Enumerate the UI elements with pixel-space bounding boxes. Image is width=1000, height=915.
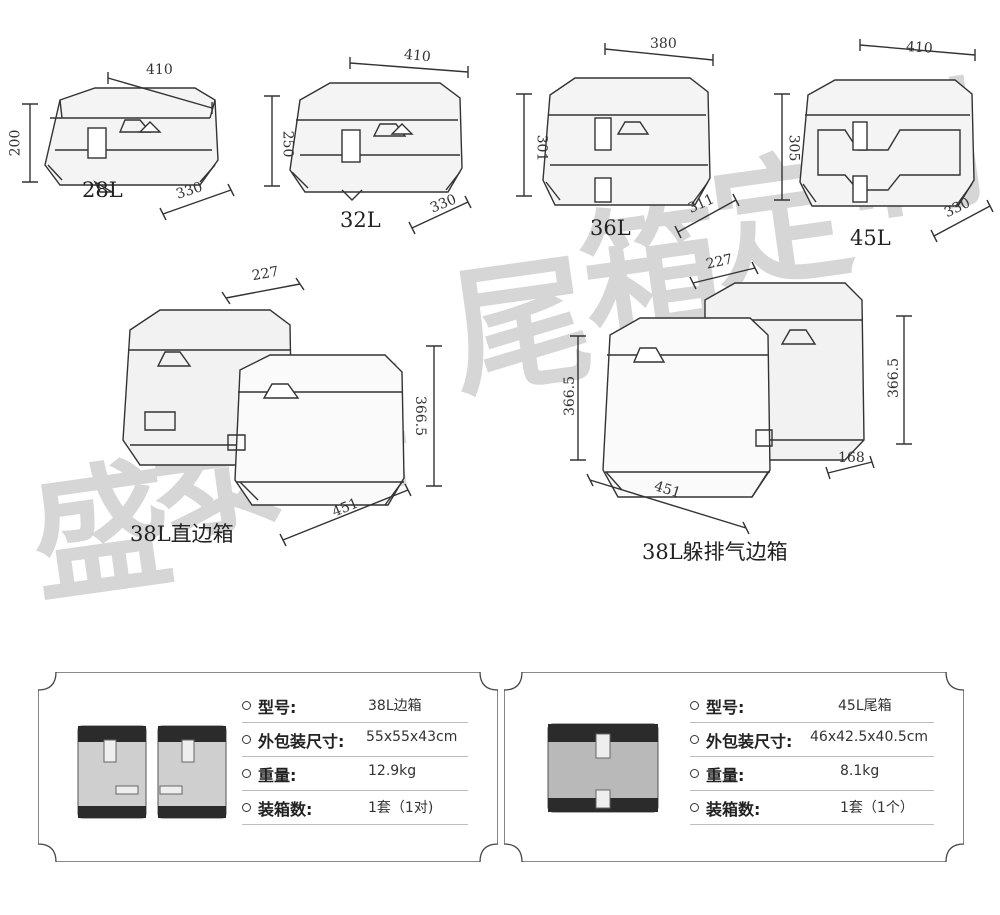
spec-row-package-size: 外包装尺寸: 46x42.5x40.5cm — [690, 722, 934, 757]
spec-label: 型号: — [258, 698, 297, 717]
side-case-caption: 38L直边箱 — [130, 522, 234, 546]
bullet-icon — [690, 803, 699, 812]
top-case-photo — [547, 723, 659, 813]
spec-row-model: 型号: 45L尾箱 — [690, 688, 934, 723]
spec-row-weight: 重量: 12.9kg — [242, 756, 468, 791]
spec-value: 45L尾箱 — [838, 698, 892, 714]
spec-row-model: 型号: 38L边箱 — [242, 688, 468, 723]
bullet-icon — [690, 769, 699, 778]
bullet-icon — [242, 735, 251, 744]
spec-row-package-size: 外包装尺寸: 55x55x43cm — [242, 722, 468, 757]
spec-label: 重量: — [706, 766, 745, 785]
dim-height: 250 — [279, 130, 296, 158]
spec-value: 1套（1个） — [840, 800, 914, 816]
capacity-label: 32L — [340, 208, 381, 232]
spec-value: 55x55x43cm — [366, 729, 458, 745]
dim-height: 200 — [7, 129, 24, 157]
spec-value: 46x42.5x40.5cm — [810, 729, 929, 745]
bullet-icon — [242, 769, 251, 778]
capacity-label: 45L — [850, 226, 891, 250]
dim-lower-depth: 168 — [838, 450, 865, 466]
card-frame — [38, 672, 498, 862]
bullet-icon — [690, 701, 699, 710]
dim-width: 410 — [403, 46, 432, 66]
dim-width: 410 — [146, 62, 173, 78]
spec-value: 38L边箱 — [368, 698, 422, 714]
spec-label: 外包装尺寸: — [258, 732, 345, 751]
dim-width: 410 — [905, 39, 934, 57]
spec-value: 1套（1对) — [368, 800, 434, 816]
spec-card: 型号: 45L尾箱 外包装尺寸: 46x42.5x40.5cm 重量: 8.1k… — [504, 672, 964, 862]
spec-label: 型号: — [706, 698, 745, 717]
bullet-icon — [242, 701, 251, 710]
capacity-label: 36L — [590, 216, 631, 240]
capacity-label: 28L — [82, 178, 123, 202]
spec-row-quantity: 装箱数: 1套（1个） — [690, 790, 934, 825]
spec-label: 重量: — [258, 766, 297, 785]
spec-label: 装箱数: — [706, 800, 761, 819]
dim-height: 366.5 — [412, 395, 429, 437]
dim-height: 305 — [785, 134, 802, 162]
side-case-pair-photo — [77, 725, 227, 819]
dim-height: 301 — [533, 134, 550, 162]
spec-value: 8.1kg — [840, 763, 880, 779]
spec-value: 12.9kg — [368, 763, 417, 779]
bullet-icon — [242, 803, 251, 812]
card-frame — [504, 672, 964, 862]
bullet-icon — [690, 735, 699, 744]
dim-width: 380 — [650, 36, 677, 52]
dim-height: 366.5 — [886, 357, 903, 399]
spec-row-weight: 重量: 8.1kg — [690, 756, 934, 791]
side-case-caption: 38L躲排气边箱 — [642, 540, 788, 564]
dim-height: 366.5 — [562, 375, 579, 417]
spec-label: 装箱数: — [258, 800, 313, 819]
spec-label: 外包装尺寸: — [706, 732, 793, 751]
spec-row-quantity: 装箱数: 1套（1对) — [242, 790, 468, 825]
spec-card: 型号: 38L边箱 外包装尺寸: 55x55x43cm 重量: 12.9kg 装… — [38, 672, 498, 862]
